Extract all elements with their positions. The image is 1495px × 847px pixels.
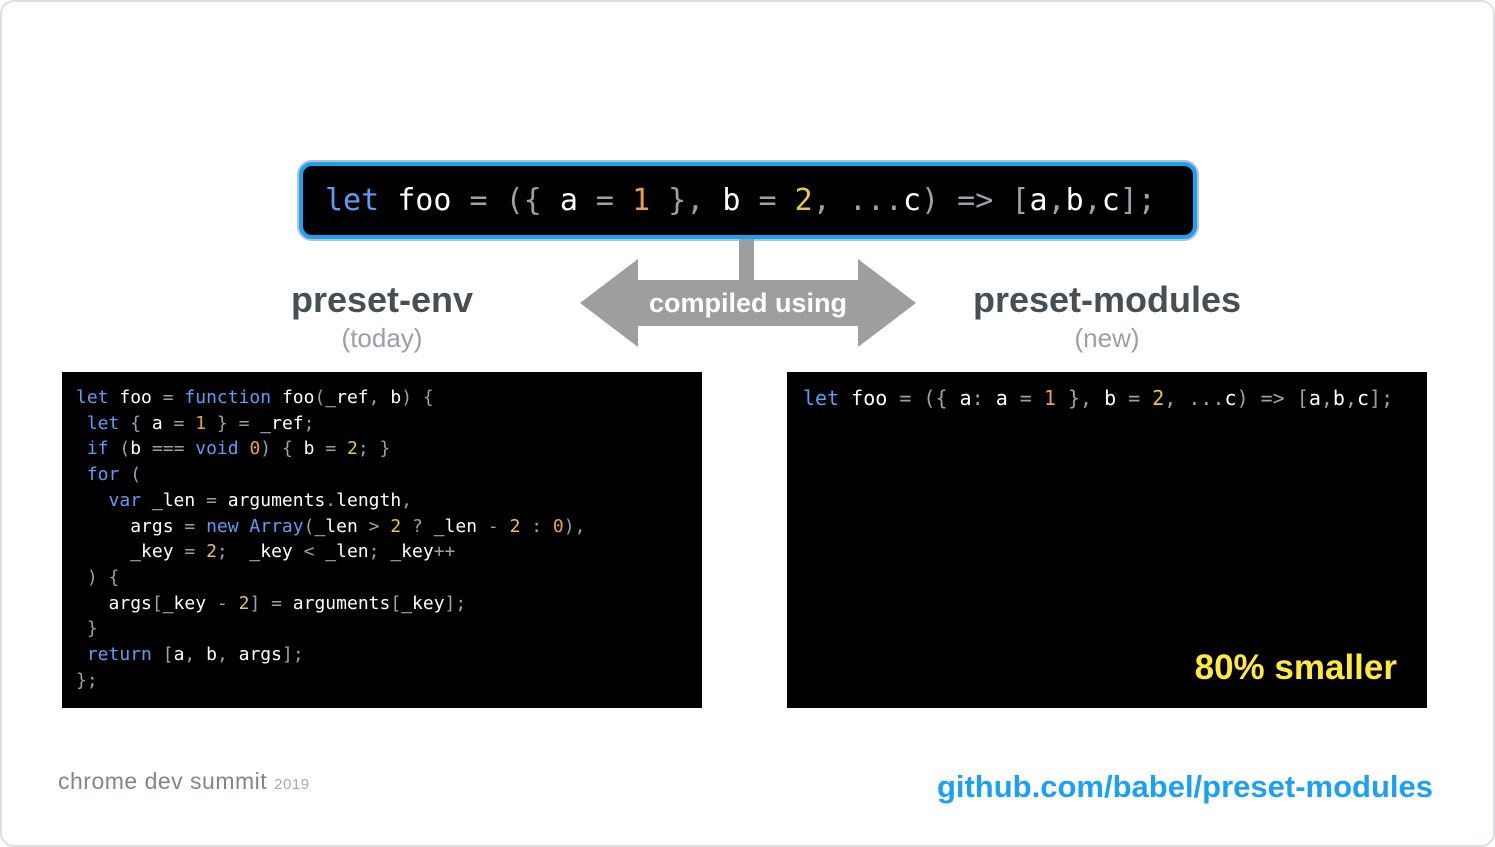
size-badge: 80% smaller <box>1194 648 1397 687</box>
brand-year: 2019 <box>274 776 310 793</box>
connector-stem <box>739 239 754 282</box>
preset-env-header: preset-env (today) <box>62 279 702 355</box>
preset-env-subtitle: (today) <box>341 323 423 353</box>
source-code-box: let foo = ({ a = 1 }, b = 2, ...c) => [a… <box>299 162 1197 239</box>
source-code: let foo = ({ a = 1 }, b = 2, ...c) => [a… <box>325 183 1156 218</box>
preset-modules-output-block: let foo = ({ a: a = 1 }, b = 2, ...c) =>… <box>787 372 1427 708</box>
preset-modules-subtitle: (new) <box>1074 323 1140 353</box>
preset-modules-code: let foo = ({ a: a = 1 }, b = 2, ...c) =>… <box>803 386 1394 410</box>
double-arrow-icon <box>580 259 916 347</box>
preset-modules-title: preset-modules <box>972 279 1242 320</box>
brand-logo: chrome dev summit 2019 <box>58 768 310 795</box>
preset-env-title: preset-env <box>290 279 474 320</box>
brand-name: chrome dev summit <box>58 768 268 794</box>
preset-env-output-block: let foo = function foo(_ref, b) { let { … <box>62 372 702 708</box>
preset-env-code: let foo = function foo(_ref, b) { let { … <box>76 387 586 691</box>
compiled-using-arrow: compiled using <box>580 256 916 350</box>
arrow-label: compiled using <box>648 287 848 318</box>
preset-modules-header: preset-modules (new) <box>787 279 1427 355</box>
github-link[interactable]: github.com/babel/preset-modules <box>936 769 1433 804</box>
